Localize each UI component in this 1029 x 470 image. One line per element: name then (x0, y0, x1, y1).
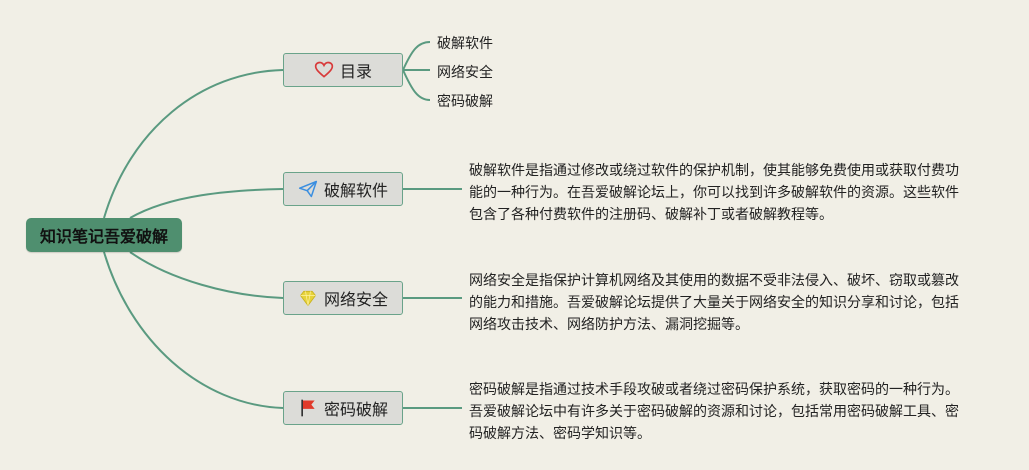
branch-label-password: 密码破解 (323, 400, 388, 419)
connector-root-software (129, 188, 284, 219)
branch-node-password[interactable]: 密码破解 (283, 391, 403, 425)
toc-item-password[interactable]: 密码破解 (437, 94, 493, 110)
description-security: 网络安全是指保护计算机网络及其使用的数据不受非法侵入、破坏、窃取或篡改的能力和措… (469, 273, 959, 333)
paper-plane-icon (298, 179, 318, 199)
connector-toc-leaf-1 (402, 41, 431, 71)
branch-node-toc[interactable]: 目录 (283, 53, 403, 87)
connector-root-password (103, 251, 284, 409)
branch-label-software: 破解软件 (323, 181, 388, 200)
flag-icon (298, 398, 318, 418)
branch-label-toc: 目录 (339, 62, 372, 81)
description-password: 密码破解是指通过技术手段攻破或者绕过密码保护系统，获取密码的一种行为。吾爱破解论… (469, 382, 959, 442)
connector-root-security (129, 251, 284, 299)
branch-node-security[interactable]: 网络安全 (283, 281, 403, 315)
heart-icon (314, 60, 334, 80)
branch-node-software[interactable]: 破解软件 (283, 172, 403, 206)
branch-label-security: 网络安全 (323, 290, 388, 309)
connector-toc-leaf-3 (402, 69, 431, 101)
connector-root-toc (103, 69, 284, 219)
root-label: 知识笔记吾爱破解 (39, 227, 168, 246)
root-node[interactable]: 知识笔记吾爱破解 (26, 218, 182, 252)
gem-icon (298, 288, 318, 308)
toc-item-software[interactable]: 破解软件 (437, 36, 493, 52)
toc-item-security[interactable]: 网络安全 (437, 65, 493, 81)
description-software: 破解软件是指通过修改或绕过软件的保护机制，使其能够免费使用或获取付费功能的一种行… (469, 163, 959, 223)
